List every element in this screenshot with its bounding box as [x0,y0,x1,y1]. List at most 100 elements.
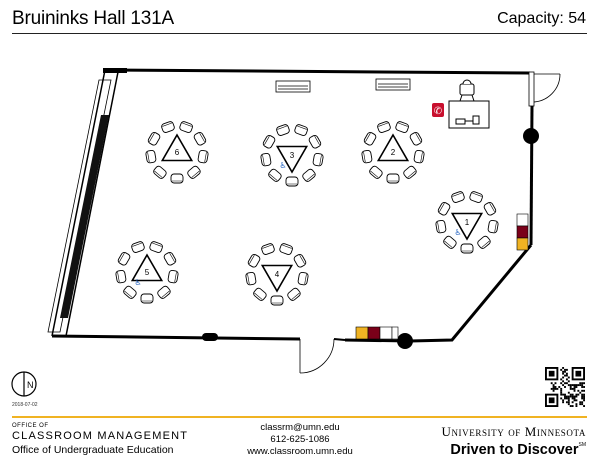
chair [443,235,457,249]
columns [202,128,539,349]
tagline: Driven to DiscoverSM [441,442,586,458]
bottom-wall-cabinets [355,326,399,340]
chair [170,173,184,184]
chair [363,131,377,146]
chair [247,253,261,268]
chair [276,124,290,136]
podium-icon [448,100,490,129]
room-title: Bruininks Hall 131A [12,8,175,29]
chair [285,176,299,187]
contact-website[interactable]: www.classroom.umn.edu [247,446,353,457]
accessibility-icon: ♿ [454,228,461,237]
room-capacity: Capacity: 54 [497,10,586,27]
chair [409,131,423,146]
top-wall-boards [275,78,411,93]
chair [361,149,373,164]
office-block: OFFICE OF CLASSROOM MANAGEMENT Office of… [12,423,188,457]
chair [413,149,425,164]
table-number: 1 [465,218,470,227]
projector-icon [459,79,475,102]
table-top [376,133,410,162]
accessibility-icon: ♿ [279,161,286,170]
chair [369,165,383,179]
chair [262,134,276,149]
table-3: 3♿ [260,124,324,187]
chair [157,285,171,299]
chair [149,241,163,253]
plan-date: 2018-07-02 [12,402,38,408]
table-number: 3 [290,151,295,160]
chair [131,241,145,253]
office-of-label: OFFICE OF [12,423,49,429]
door-bottom [299,338,346,374]
chair [451,191,465,203]
footer-divider [12,416,587,418]
chair [435,219,447,234]
chair [245,271,257,286]
chair [167,269,179,284]
chair [193,131,207,146]
chair [115,269,127,284]
chair [386,173,400,184]
accessibility-icon: ♿ [134,278,141,287]
chair [270,295,284,306]
contact-phone[interactable]: 612-625-1086 [270,434,330,445]
chair [117,251,131,266]
chair [140,293,154,304]
table-number: 4 [275,270,280,279]
chair [297,271,309,286]
table-2: 2 [361,121,425,184]
chair [123,285,137,299]
table-number: 5 [145,268,150,277]
phone-icon: ✆ [432,103,444,117]
contact-email[interactable]: classrm@umn.edu [260,422,340,433]
table-top [160,133,194,162]
table-top [260,264,294,293]
table-6: 6 [145,121,209,184]
university-name: University of Minnesota [441,424,586,439]
chair [179,121,193,133]
chair [197,149,209,164]
table-top [450,212,484,241]
chair [302,168,316,182]
chair [294,124,308,136]
left-window [47,79,112,333]
table-number: 2 [391,148,396,157]
table-number: 6 [175,148,180,157]
chair [287,287,301,301]
university-block: University of Minnesota Driven to Discov… [441,424,586,458]
chair [161,121,175,133]
chair [268,168,282,182]
chair [153,165,167,179]
table-1: 1♿ [435,191,499,254]
chair [469,191,483,203]
department-name: CLASSROOM MANAGEMENT [12,430,189,442]
chair [460,243,474,254]
chair [261,243,275,255]
door-top-right [528,71,561,107]
north-label: N [27,380,34,390]
header-divider [12,33,587,34]
chair [403,165,417,179]
chair [308,134,322,149]
svg-text:✆: ✆ [434,106,442,117]
table-4: 4 [245,243,309,306]
chair [483,201,497,216]
chair [253,287,267,301]
table-top [275,145,309,174]
chair [377,121,391,133]
service-mark: SM [578,442,587,448]
tagline-text: Driven to Discover [450,442,579,458]
chair [487,219,499,234]
qr-code[interactable] [545,367,585,407]
chair [312,152,324,167]
subdepartment-name: Office of Undergraduate Education [12,444,174,456]
chair [163,251,177,266]
chair [187,165,201,179]
chair [260,152,272,167]
chair [437,201,451,216]
table-top [130,253,164,282]
chair [145,149,157,164]
